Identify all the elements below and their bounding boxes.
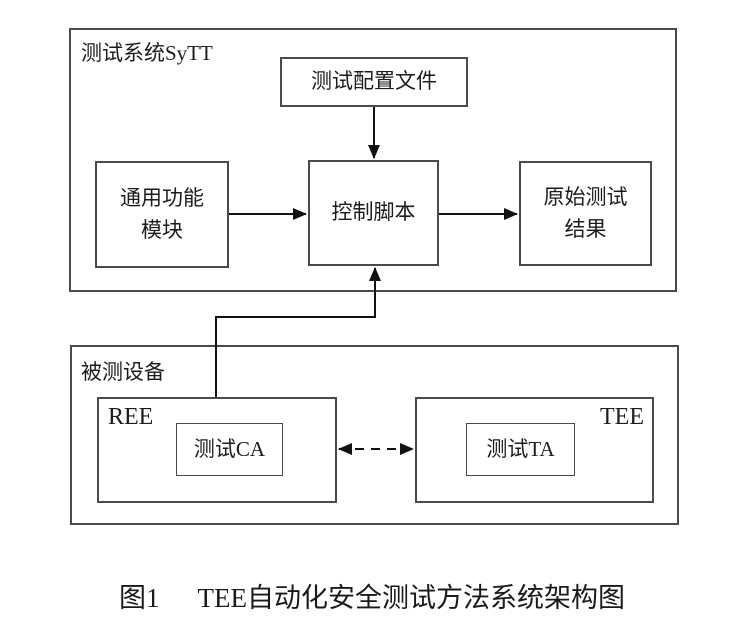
figure-number: 图1 [119,583,160,613]
test-config-file-label: 测试配置文件 [311,69,437,94]
general-function-module-box: 通用功能 模块 [95,161,229,268]
test-ca-label: 测试CA [193,436,266,461]
general-function-module-label: 通用功能 模块 [120,186,204,242]
figure-caption: 图1 TEE自动化安全测试方法系统架构图 [0,576,744,615]
control-script-label: 控制脚本 [331,200,416,225]
tee-label: TEE [600,404,644,430]
tee-environment-box: TEE [415,397,654,503]
test-ta-box: 测试TA [466,423,575,476]
device-under-test-label: 被测设备 [81,360,165,384]
control-script-box: 控制脚本 [308,160,439,266]
raw-test-results-box: 原始测试 结果 [519,161,652,266]
test-system-label: 测试系统SyTT [81,41,213,65]
raw-test-results-label: 原始测试 结果 [543,185,628,241]
ree-label: REE [108,404,154,430]
test-ca-box: 测试CA [176,423,283,476]
ree-environment-box: REE [97,397,337,503]
test-config-file-box: 测试配置文件 [280,57,468,107]
figure-title: TEE自动化安全测试方法系统架构图 [197,583,625,613]
test-ta-label: 测试TA [486,436,555,461]
